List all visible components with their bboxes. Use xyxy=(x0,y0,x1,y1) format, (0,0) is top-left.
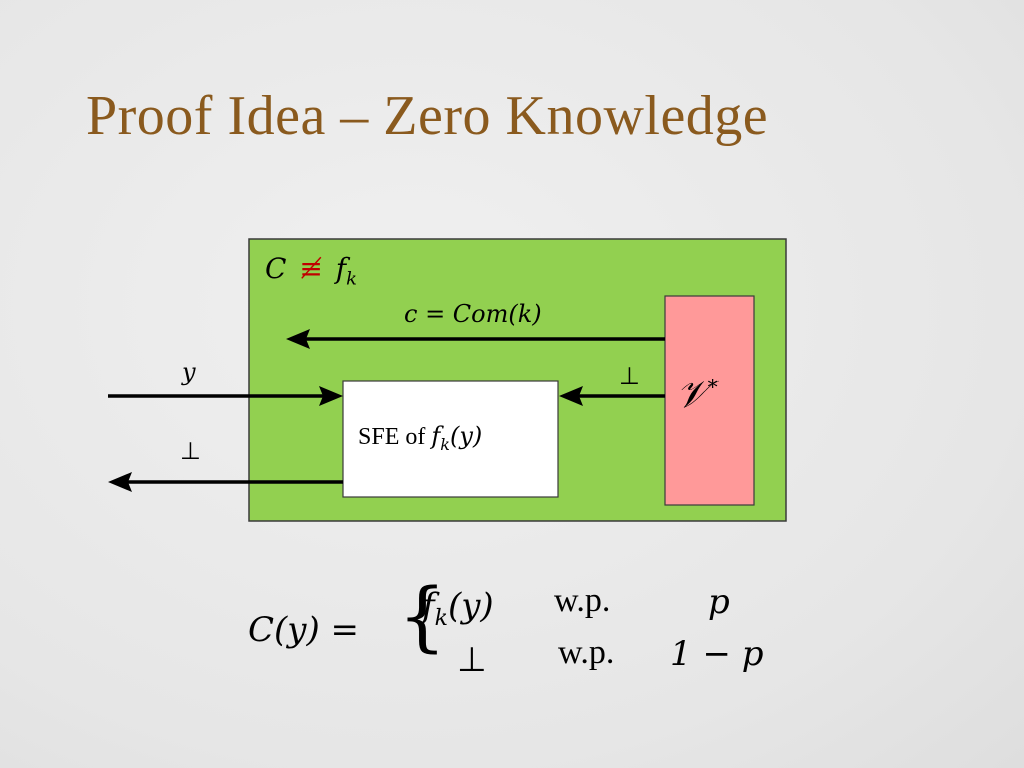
formula-case2-value: ⊥ xyxy=(457,640,487,680)
outer-box-label: C ≢ fk xyxy=(265,252,357,290)
circuit-symbol: C xyxy=(265,252,287,285)
sfe-label: SFE of fk(y) xyxy=(358,422,482,454)
sfe-function-subscript: k xyxy=(440,434,450,454)
formula-case1-value: fk(y) xyxy=(422,586,494,631)
case1-function-subscript: k xyxy=(434,605,448,631)
function-subscript: k xyxy=(346,268,358,290)
sfe-function-symbol: f xyxy=(431,422,441,450)
verifier-to-sfe-label: ⊥ xyxy=(619,362,640,390)
formula-case1-condition: w.p. xyxy=(554,582,611,619)
verifier-symbol: 𝒱 xyxy=(676,372,708,416)
not-equivalent-symbol: ≢ xyxy=(299,252,323,285)
verifier-to-sfe-arrowhead xyxy=(559,386,583,406)
formula-case2-condition: w.p. xyxy=(558,634,615,671)
verifier-superscript: * xyxy=(707,374,718,399)
slide-title: Proof Idea – Zero Knowledge xyxy=(86,85,769,147)
commitment-arrowhead xyxy=(286,329,310,349)
input-label: y xyxy=(182,358,196,386)
sfe-text: SFE of xyxy=(358,424,432,450)
formula-lhs: C(y) = xyxy=(248,610,360,650)
formula-case1-probability: p xyxy=(708,582,730,622)
sfe-box xyxy=(342,380,559,498)
formula-case2-probability: 1 − p xyxy=(670,634,764,674)
verifier-label: 𝒱* xyxy=(676,372,718,417)
commitment-label: c = Com(k) xyxy=(404,300,542,328)
formula-brace: { xyxy=(398,571,447,660)
case1-function-argument: (y) xyxy=(447,586,494,626)
sfe-function-argument: (y) xyxy=(449,422,483,450)
output-label: ⊥ xyxy=(180,437,201,465)
input-arrowhead xyxy=(319,386,343,406)
output-arrowhead xyxy=(108,472,132,492)
function-symbol: f xyxy=(335,252,347,285)
case1-function-symbol: f xyxy=(422,586,435,626)
verifier-box xyxy=(664,295,755,506)
